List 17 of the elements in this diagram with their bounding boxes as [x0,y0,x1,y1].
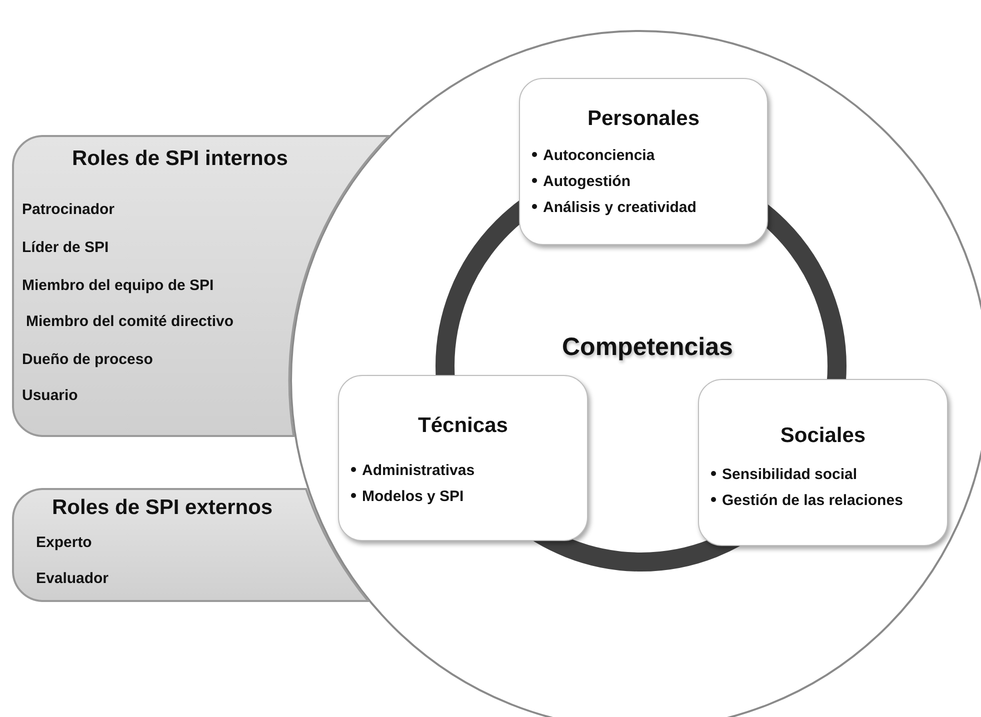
panel-heading: Roles de SPI externos [52,496,273,520]
role-text: Miembro del equipo de SPI [22,277,214,294]
role-text: Evaluador [36,570,109,587]
center-title: Competencias [562,333,733,362]
role-text: Usuario [22,387,78,404]
role-text: Miembro del comité directivo [26,313,234,330]
role-text: Patrocinador [22,201,115,218]
role-text: Experto [36,534,92,551]
role-text: Dueño de proceso [22,351,153,368]
card-heading: Sociales [779,424,867,448]
competency-card: Personales Autoconciencia Autogestión Análisis y creatividad [519,78,768,245]
card-heading: Técnicas [417,414,509,438]
competency-card: Sociales Sensibilidad social Gestión de las relaciones [698,379,948,546]
card-heading: Personales [586,107,701,131]
panel-heading: Roles de SPI internos [72,147,288,171]
competency-card: Técnicas Administrativas Modelos y SPI [338,375,588,541]
role-text: Líder de SPI [22,239,109,256]
